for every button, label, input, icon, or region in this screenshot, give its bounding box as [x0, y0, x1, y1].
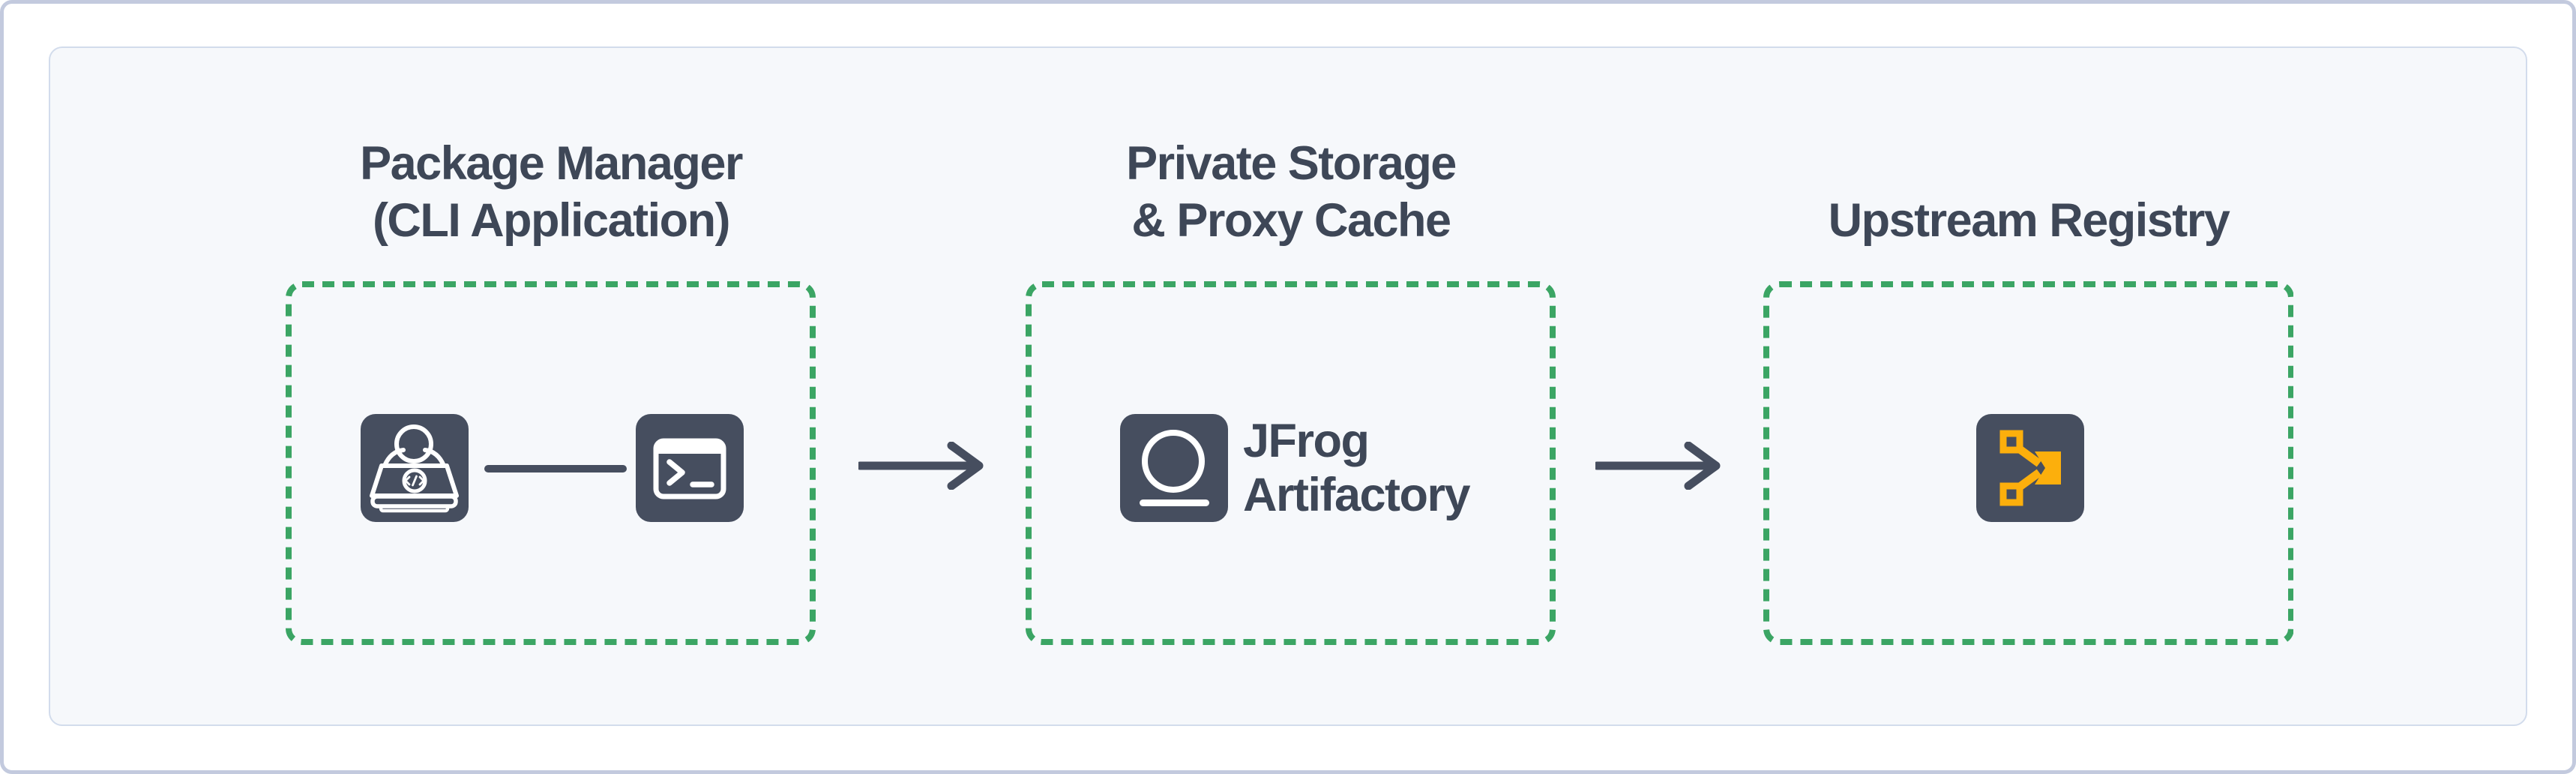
terminal-tile [636, 414, 744, 522]
package-manager-label-line2: (CLI Application) [372, 194, 731, 247]
terminal-prompt-icon [653, 438, 726, 500]
jfrog-artifactory-icon [1140, 430, 1209, 506]
flow-arrow-icon-2 [1595, 442, 1723, 490]
developer-at-laptop-icon [370, 424, 459, 513]
registry-nodes-icon [1999, 430, 2061, 506]
package-manager-label: Package Manager (CLI Application) [214, 105, 888, 249]
cli-connector-line [484, 465, 627, 472]
upstream-registry-boundary-box [1763, 281, 2293, 645]
developer-tile [361, 414, 469, 522]
jfrog-tile [1120, 414, 1228, 522]
upstream-registry-label: Upstream Registry [1691, 105, 2366, 249]
upstream-registry-label-line1: Upstream Registry [1828, 194, 2230, 247]
flow-arrow-icon-1 [858, 442, 986, 490]
private-storage-label-line1: Private Storage [1126, 137, 1457, 190]
package-manager-label-line1: Package Manager [360, 137, 743, 190]
registry-tile [1976, 414, 2084, 522]
jfrog-artifactory-label-line2: Artifactory [1243, 469, 1471, 521]
jfrog-artifactory-label-line1: JFrog [1243, 415, 1370, 467]
private-storage-label-line2: & Proxy Cache [1131, 194, 1451, 247]
package-manager-boundary-box [286, 281, 816, 645]
private-storage-label: Private Storage & Proxy Cache [954, 105, 1628, 249]
jfrog-artifactory-label: JFrog Artifactory [1243, 414, 1471, 522]
diagram-card [49, 46, 2527, 726]
private-storage-boundary-box [1026, 281, 1556, 645]
